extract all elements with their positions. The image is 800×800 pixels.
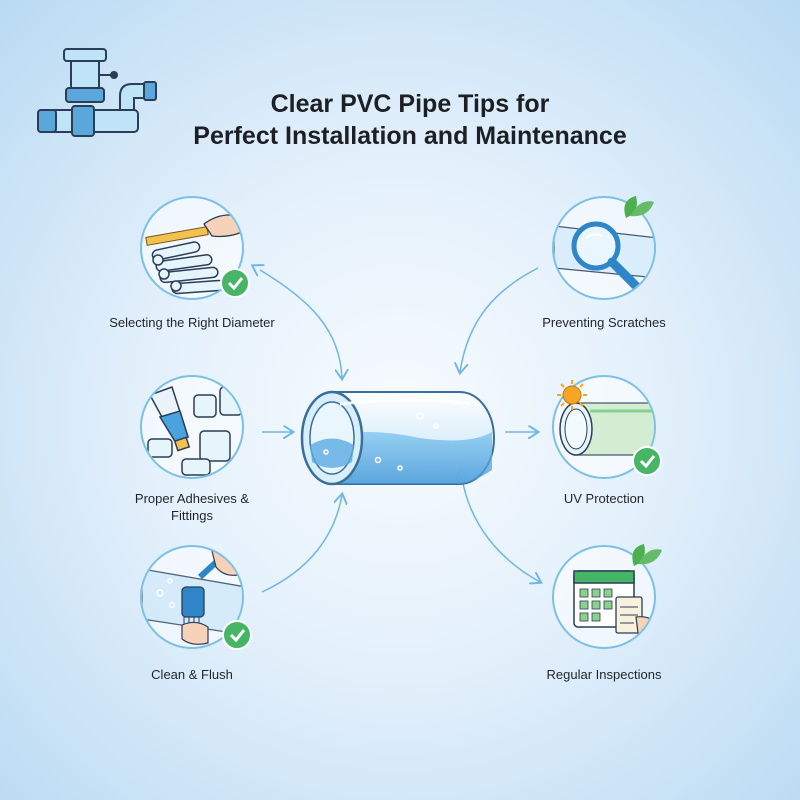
arrow-diameter bbox=[260, 270, 342, 378]
check-icon bbox=[222, 620, 252, 650]
page-title: Clear PVC Pipe Tips for Perfect Installa… bbox=[150, 88, 670, 152]
arrow-clean bbox=[261, 495, 342, 593]
arrow-scratches bbox=[460, 267, 539, 372]
check-icon bbox=[220, 268, 250, 298]
title-line-1: Clear PVC Pipe Tips for bbox=[270, 90, 550, 118]
tip-clean-circle bbox=[140, 545, 244, 649]
tip-inspections-label: Regular Inspections bbox=[546, 667, 662, 682]
magnifier-icon bbox=[554, 221, 654, 293]
check-icon bbox=[632, 446, 662, 476]
sun-pipe-icon bbox=[559, 402, 654, 456]
pipes-measuring-icon bbox=[145, 214, 242, 295]
tip-adhesives-label: Proper Adhesives & Fittings bbox=[92, 490, 292, 524]
arrow-inspections bbox=[462, 478, 540, 582]
tip-scratches-label: Preventing Scratches bbox=[542, 315, 666, 330]
tip-uv-label: UV Protection bbox=[563, 491, 645, 506]
tip-clean-label: Clean & Flush bbox=[151, 667, 233, 682]
tip-diameter-label: Selecting the Right Diameter bbox=[109, 315, 275, 330]
tip-adhesives-label-line-1: Proper Adhesives & bbox=[134, 491, 250, 506]
tip-adhesives-label-line-2: Fittings bbox=[171, 508, 213, 523]
tip-scratches-circle bbox=[552, 196, 656, 300]
tip-adhesives-circle bbox=[140, 375, 244, 479]
title-line-2: Perfect Installation and Maintenance bbox=[193, 122, 627, 150]
